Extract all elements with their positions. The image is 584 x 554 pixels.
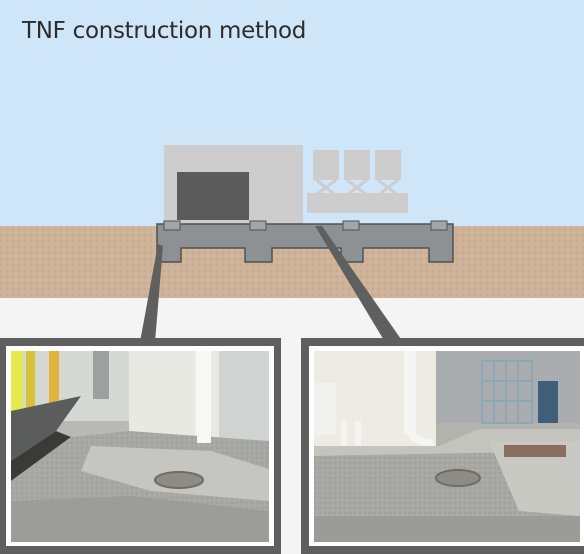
machinery-icon	[307, 150, 408, 213]
right-callout-pointer	[315, 226, 403, 342]
factory-door	[177, 172, 249, 220]
right-photo	[301, 338, 584, 554]
left-photo	[0, 338, 281, 554]
slab-joints	[163, 220, 448, 231]
page-title: TNF construction method	[22, 18, 307, 44]
left-callout-pointer	[140, 244, 163, 342]
